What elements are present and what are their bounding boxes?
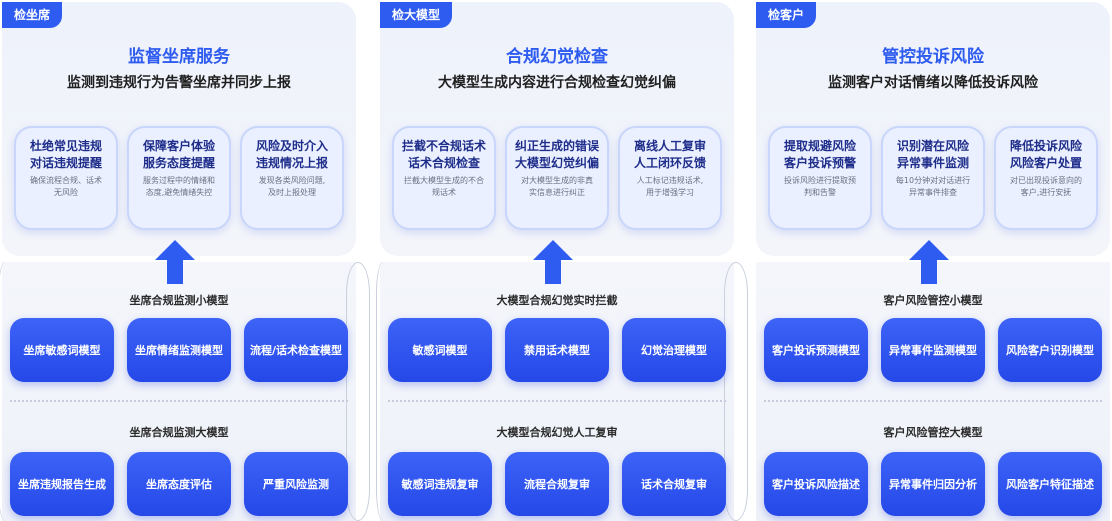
service-card: 检大模型 合规幻觉检查 大模型生成内容进行合规检查幻觉纠偏 拦截不合规话术 话术… xyxy=(380,2,734,256)
model-button[interactable]: 严重风险监测 xyxy=(244,452,348,516)
feature-title: 风险及时介入 违规情况上报 xyxy=(255,139,328,170)
dotted-divider xyxy=(388,400,726,402)
service-card: 检客户 管控投诉风险 监测客户对话情绪以降低投诉风险 提取规避风险 客户投诉预警… xyxy=(756,2,1110,256)
small-model-group-title: 大模型合规幻觉实时拦截 xyxy=(496,294,618,307)
column-customer: 检客户 管控投诉风险 监测客户对话情绪以降低投诉风险 提取规避风险 客户投诉预警… xyxy=(754,0,1112,521)
column-tag: 检大模型 xyxy=(380,2,453,28)
model-button[interactable]: 异常事件归因分析 xyxy=(881,452,985,516)
service-card: 检坐席 监督坐席服务 监测到违规行为告警坐席并同步上报 杜绝常见违规 对话违规提… xyxy=(2,2,356,256)
large-model-group-title: 坐席合规监测大模型 xyxy=(129,426,229,439)
feature-desc: 人工标记违规话术, 用于增强学习 xyxy=(636,176,704,197)
column-tag: 检坐席 xyxy=(2,2,63,28)
feature-title: 拦截不合规话术 话术合规检查 xyxy=(401,139,486,170)
feature-title: 降低投诉风险 风险客户处置 xyxy=(1009,139,1082,170)
small-model-group-title: 坐席合规监测小模型 xyxy=(129,294,229,307)
feature-list: 提取规避风险 客户投诉预警 投诉风险进行提取预 判和告警 识别潜在风险 异常事件… xyxy=(768,126,1098,234)
small-model-list: 敏感词模型 禁用话术模型 幻觉治理模型 xyxy=(388,318,726,382)
model-button[interactable]: 坐席情绪监测模型 xyxy=(127,318,231,382)
card-title: 管控投诉风险 xyxy=(882,47,984,67)
model-button[interactable]: 异常事件监测模型 xyxy=(881,318,985,382)
feature-desc: 服务过程中的情绪和 态度,避免情绪失控 xyxy=(143,176,215,197)
large-model-list: 敏感词违规复审 流程合规复审 话术合规复审 xyxy=(388,452,726,516)
model-button[interactable]: 话术合规复审 xyxy=(622,452,726,516)
feature-desc: 投诉风险进行提取预 判和告警 xyxy=(784,176,856,197)
model-button[interactable]: 敏感词违规复审 xyxy=(388,452,492,516)
feature-list: 杜绝常见违规 对话违规提醒 确保流程合规、话术 无风险 保障客户体验 服务态度提… xyxy=(14,126,344,234)
feature-card: 纠正生成的错误 大模型幻觉纠偏 对大模型生成的非真 实信息进行纠正 xyxy=(505,126,609,230)
model-button[interactable]: 坐席态度评估 xyxy=(127,452,231,516)
card-subtitle: 监测客户对话情绪以降低投诉风险 xyxy=(828,75,1038,91)
model-button[interactable]: 风险客户特征描述 xyxy=(998,452,1102,516)
up-arrow-icon xyxy=(533,240,573,284)
feature-list: 拦截不合规话术 话术合规检查 拦截大模型生成的不合 规话术 纠正生成的错误 大模… xyxy=(392,126,722,234)
feature-desc: 对大模型生成的非真 实信息进行纠正 xyxy=(521,176,593,197)
card-title: 合规幻觉检查 xyxy=(506,47,608,67)
feature-card: 拦截不合规话术 话术合规检查 拦截大模型生成的不合 规话术 xyxy=(392,126,496,230)
model-button[interactable]: 坐席违规报告生成 xyxy=(10,452,114,516)
feature-card: 风险及时介入 违规情况上报 发现各类风险问题, 及时上报处理 xyxy=(240,126,344,230)
feature-card: 识别潜在风险 异常事件监测 每10分钟对对话进行 异常事件排查 xyxy=(881,126,985,230)
up-arrow-icon xyxy=(155,240,195,284)
model-button[interactable]: 流程合规复审 xyxy=(505,452,609,516)
feature-desc: 发现各类风险问题, 及时上报处理 xyxy=(258,176,326,197)
model-button[interactable]: 敏感词模型 xyxy=(388,318,492,382)
model-button[interactable]: 客户投诉预测模型 xyxy=(764,318,868,382)
large-model-list: 客户投诉风险描述 异常事件归因分析 风险客户特征描述 xyxy=(764,452,1102,516)
model-button[interactable]: 禁用话术模型 xyxy=(505,318,609,382)
column-tag: 检客户 xyxy=(756,2,817,28)
large-model-group-title: 大模型合规幻觉人工复审 xyxy=(496,426,618,439)
dotted-divider xyxy=(10,400,348,402)
feature-card: 保障客户体验 服务态度提醒 服务过程中的情绪和 态度,避免情绪失控 xyxy=(127,126,231,230)
dotted-divider xyxy=(764,400,1102,402)
feature-desc: 每10分钟对对话进行 异常事件排查 xyxy=(895,176,971,197)
large-model-group-title: 客户风险管控大模型 xyxy=(883,426,983,439)
card-subtitle: 大模型生成内容进行合规检查幻觉纠偏 xyxy=(438,75,676,91)
column-agent: 检坐席 监督坐席服务 监测到违规行为告警坐席并同步上报 杜绝常见违规 对话违规提… xyxy=(0,0,370,521)
model-button[interactable]: 流程/话术检查模型 xyxy=(244,318,348,382)
card-title: 监督坐席服务 xyxy=(128,47,230,67)
feature-title: 识别潜在风险 异常事件监测 xyxy=(896,139,969,170)
large-model-list: 坐席违规报告生成 坐席态度评估 严重风险监测 xyxy=(10,452,348,516)
feature-title: 保障客户体验 服务态度提醒 xyxy=(142,139,215,170)
card-subtitle: 监测到违规行为告警坐席并同步上报 xyxy=(67,75,291,91)
feature-desc: 对已出现投诉意向的 客户,进行安抚 xyxy=(1010,176,1082,197)
feature-card: 提取规避风险 客户投诉预警 投诉风险进行提取预 判和告警 xyxy=(768,126,872,230)
feature-card: 离线人工复审 人工闭环反馈 人工标记违规话术, 用于增强学习 xyxy=(618,126,722,230)
feature-title: 纠正生成的错误 大模型幻觉纠偏 xyxy=(514,139,599,170)
feature-card: 降低投诉风险 风险客户处置 对已出现投诉意向的 客户,进行安抚 xyxy=(994,126,1098,230)
model-button[interactable]: 风险客户识别模型 xyxy=(998,318,1102,382)
model-button[interactable]: 幻觉治理模型 xyxy=(622,318,726,382)
model-button[interactable]: 坐席敏感词模型 xyxy=(10,318,114,382)
feature-desc: 确保流程合规、话术 无风险 xyxy=(30,176,102,197)
feature-title: 提取规避风险 客户投诉预警 xyxy=(783,139,856,170)
feature-title: 离线人工复审 人工闭环反馈 xyxy=(633,139,706,170)
feature-desc: 拦截大模型生成的不合 规话术 xyxy=(404,176,484,197)
up-arrow-icon xyxy=(909,240,949,284)
small-model-list: 坐席敏感词模型 坐席情绪监测模型 流程/话术检查模型 xyxy=(10,318,348,382)
small-model-group-title: 客户风险管控小模型 xyxy=(883,294,983,307)
feature-card: 杜绝常见违规 对话违规提醒 确保流程合规、话术 无风险 xyxy=(14,126,118,230)
feature-title: 杜绝常见违规 对话违规提醒 xyxy=(29,139,102,170)
model-button[interactable]: 客户投诉风险描述 xyxy=(764,452,868,516)
small-model-list: 客户投诉预测模型 异常事件监测模型 风险客户识别模型 xyxy=(764,318,1102,382)
column-llm: 检大模型 合规幻觉检查 大模型生成内容进行合规检查幻觉纠偏 拦截不合规话术 话术… xyxy=(376,0,748,521)
cylinder-edge xyxy=(376,262,390,521)
